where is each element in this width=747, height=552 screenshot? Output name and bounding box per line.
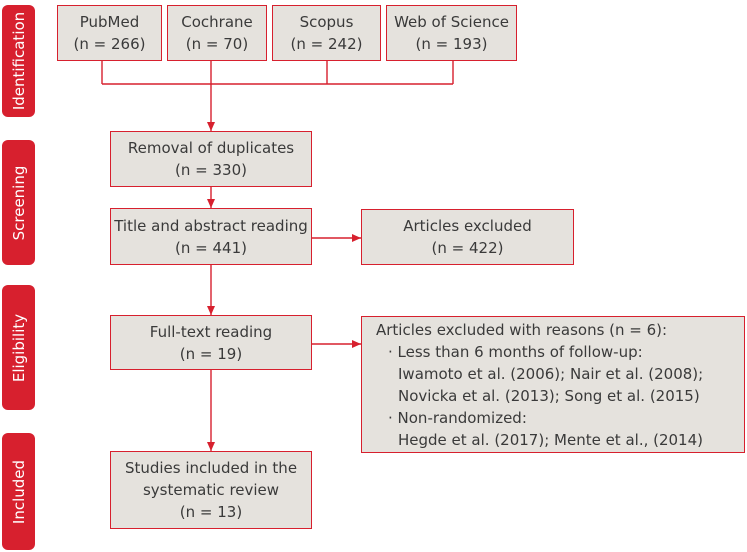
phase-eligibility: Eligibility [2,285,35,410]
reason-nonrandomized-refs: Hegde et al. (2017); Mente et al., (2014… [398,430,703,449]
source-name: Cochrane [181,13,253,31]
reason-followup-refs-1: Iwamoto et al. (2006); Nair et al. (2008… [398,364,704,383]
source-scopus: Scopus (n = 242) [272,5,381,61]
included-count: (n = 13) [179,503,243,521]
excluded-label: Articles excluded [403,217,532,235]
source-count: (n = 193) [415,35,488,53]
studies-included-box: Studies included in the systematic revie… [110,451,312,529]
title-abstract-label: Title and abstract reading [114,216,308,235]
exclusion-reasons-box: Articles excluded with reasons (n = 6): … [361,316,745,453]
source-name: PubMed [79,13,140,31]
excluded-count: (n = 422) [431,239,504,257]
source-web-of-science: Web of Science (n = 193) [386,5,517,61]
reason-followup-refs-2: Novicka et al. (2013); Song et al. (2015… [398,386,700,405]
title-abstract-count: (n = 441) [175,238,247,257]
title-abstract-box: Title and abstract reading (n = 441) [110,208,312,265]
full-text-reading-box: Full-text reading (n = 19) [110,315,312,370]
duplicates-count: (n = 330) [175,161,247,179]
phase-identification: Identification [2,5,35,117]
reason-followup: · Less than 6 months of follow-up: [388,342,643,361]
source-count: (n = 266) [73,35,146,53]
source-name: Web of Science [394,13,509,31]
source-name: Scopus [299,13,354,31]
fulltext-count: (n = 19) [179,344,243,363]
included-line2: systematic review [142,481,280,499]
reason-nonrandomized: · Non-randomized: [388,408,527,427]
articles-excluded-box: Articles excluded (n = 422) [361,209,574,265]
reasons-title: Articles excluded with reasons (n = 6): [376,320,668,339]
phase-screening: Screening [2,140,35,265]
source-pubmed: PubMed (n = 266) [57,5,162,61]
fulltext-label: Full-text reading [149,322,273,341]
phase-included: Included [2,433,35,550]
source-count: (n = 242) [290,35,363,53]
source-cochrane: Cochrane (n = 70) [167,5,267,61]
removal-of-duplicates-box: Removal of duplicates (n = 330) [110,131,312,187]
source-count: (n = 70) [185,35,249,53]
included-line1: Studies included in the [124,459,298,477]
duplicates-label: Removal of duplicates [127,139,295,157]
